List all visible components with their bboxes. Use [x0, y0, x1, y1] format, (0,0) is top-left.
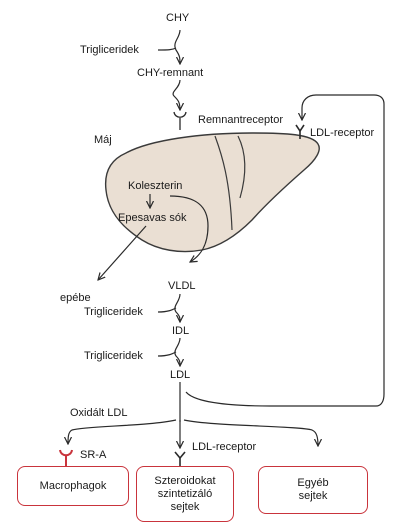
arrow-epesavas-to-epebe: [98, 225, 147, 280]
box-szteroidokat: Szteroidokat szintetizáló sejtek: [136, 466, 234, 522]
box-macrophagok: Macrophagok: [17, 466, 129, 506]
box-macrophagok-label: Macrophagok: [39, 479, 107, 492]
liver-lobe-line-right: [237, 135, 246, 199]
arrow-trig2-branch: [157, 307, 177, 313]
label-ldl: LDL: [170, 369, 191, 381]
label-koleszterin: Koleszterin: [128, 180, 183, 192]
arrow-kol-to-vldl: [169, 195, 209, 262]
arrow-chy-to-remnant: [174, 29, 180, 64]
label-idl: IDL: [172, 325, 190, 337]
box-egyeb-sejtek-label: Egyéb sejtek: [297, 477, 329, 502]
remnant-receptor-icon: [173, 111, 187, 130]
label-chy-remnant: CHY-remnant: [137, 67, 204, 79]
sr-a-receptor-icon: [59, 449, 73, 466]
arrow-trig1-branch: [157, 47, 177, 51]
label-sr-a: SR-A: [80, 449, 107, 461]
label-chy: CHY: [166, 12, 190, 24]
ldl-receptor-top-icon: [295, 124, 305, 139]
label-remnantreceptor: Remnantreceptor: [198, 114, 283, 126]
label-ldl-receptor-top: LDL-receptor: [310, 127, 375, 139]
arrow-vldl-to-idl: [174, 293, 180, 322]
box-egyeb-sejtek: Egyéb sejtek: [258, 466, 368, 514]
label-ldl-receptor-bottom: LDL-receptor: [192, 441, 257, 453]
label-oxidalt-ldl: Oxidált LDL: [70, 407, 128, 419]
arrow-idl-to-ldl: [174, 337, 180, 366]
label-maj: Máj: [94, 134, 112, 146]
arrow-ldl-return-loop: [185, 94, 385, 407]
arrow-to-egyeb: [183, 419, 318, 446]
label-trigliceridek-3: Trigliceridek: [84, 350, 143, 362]
label-epebe: epébe: [60, 292, 91, 304]
ldl-receptor-bottom-icon: [174, 451, 186, 466]
liver-lobe-line-left: [214, 135, 233, 231]
label-trigliceridek-1: Trigliceridek: [80, 44, 139, 56]
arrow-trig3-branch: [157, 351, 177, 357]
box-szteroidokat-label: Szteroidokat szintetizáló sejtek: [154, 474, 216, 513]
label-trigliceridek-2: Trigliceridek: [84, 306, 143, 318]
arrow-to-macrophagok: [68, 419, 177, 444]
label-vldl: VLDL: [168, 280, 196, 292]
liver-shape: [104, 132, 320, 253]
label-epesavas-sok: Epesavas sók: [118, 212, 187, 224]
arrow-remnant-to-receptor: [172, 79, 180, 110]
